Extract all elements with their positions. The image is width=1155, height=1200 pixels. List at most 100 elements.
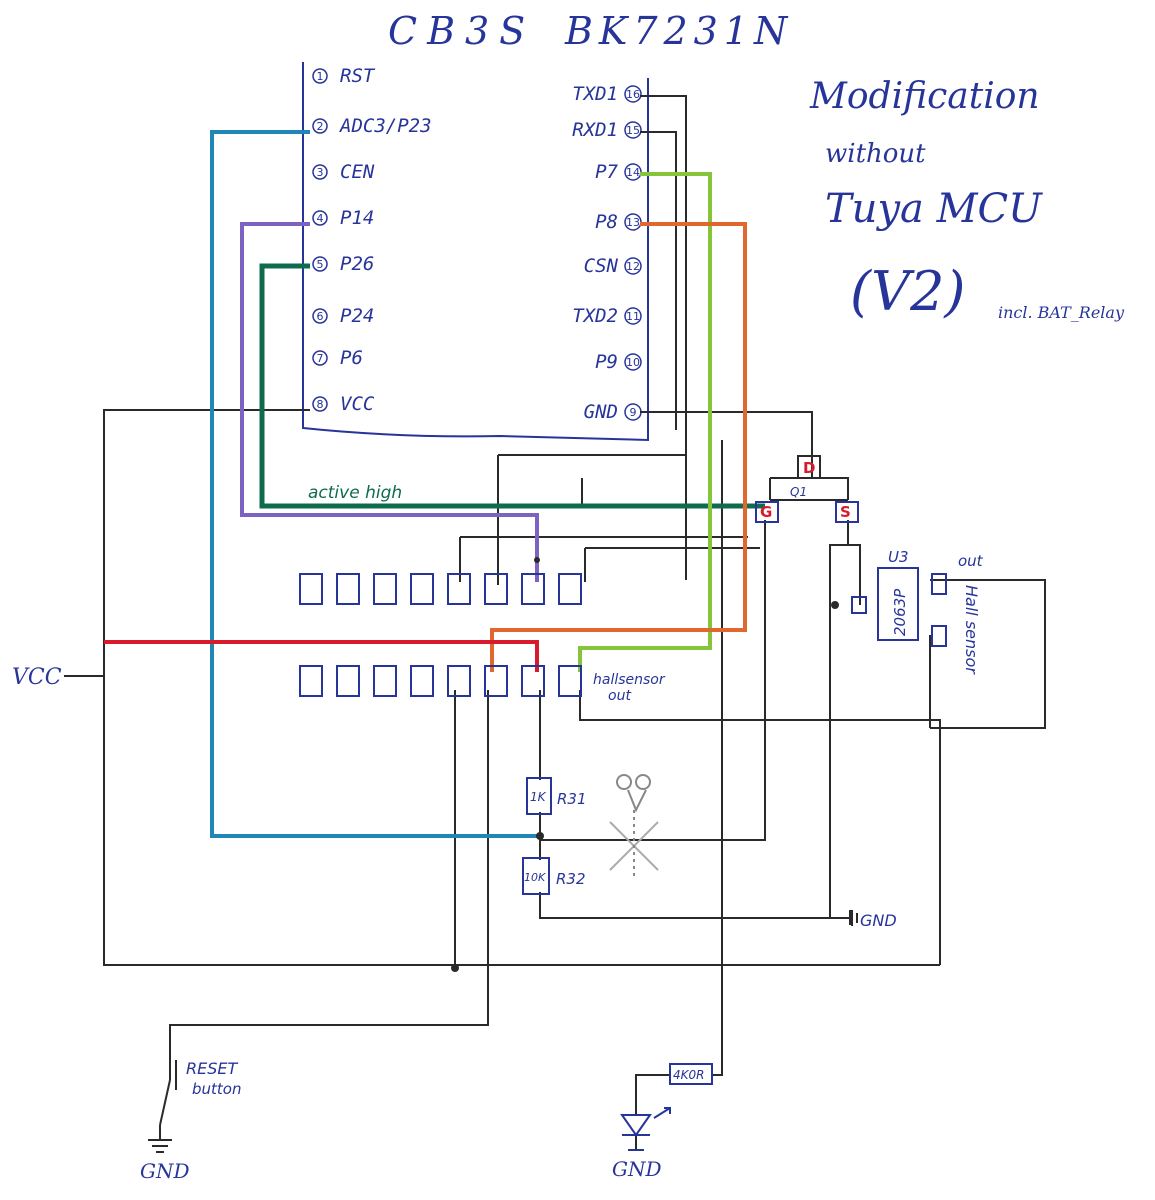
title-version: (V2) <box>850 260 966 323</box>
q1-source-box <box>835 501 859 523</box>
junction-dots <box>451 557 839 972</box>
left-pin-marker <box>312 396 328 412</box>
title-line3: Tuya MCU <box>825 186 1043 232</box>
right-pin-label: P7 <box>595 161 618 183</box>
header-pad-top <box>484 573 508 605</box>
hall-out-label: out <box>958 552 984 570</box>
led-icon <box>620 1107 671 1151</box>
hall-ic-ref: U3 <box>888 548 909 566</box>
right-pin-number: 9 <box>630 406 637 419</box>
right-pin-marker <box>624 85 642 103</box>
right-pin-label: TXD1 <box>572 83 618 105</box>
module-outline <box>302 62 649 442</box>
resistor-r32: 10K R32 <box>522 857 586 895</box>
header-pad-top <box>558 573 582 605</box>
wire-red-vcc <box>104 640 539 672</box>
wire-teal-adc <box>210 130 540 838</box>
hall-sensor-label: Hall sensor <box>962 585 981 675</box>
chip-name: BK7231N <box>564 9 793 53</box>
right-pin-number: 14 <box>626 166 640 179</box>
header-pad-bottom <box>336 665 360 697</box>
hall-ic-u3 <box>851 567 947 647</box>
left-pin-label: P14 <box>340 207 374 229</box>
header-pad-bottom <box>484 665 508 697</box>
right-pin-label: TXD2 <box>572 305 618 327</box>
title-note: incl. BAT_Relay <box>998 303 1125 322</box>
hallsensor-out-label-1: hallsensor <box>593 672 666 688</box>
left-pin-number: 2 <box>317 120 324 133</box>
gnd-mid-symbol <box>851 910 858 926</box>
wire-lightgreen-p7 <box>578 172 712 672</box>
left-pin-number: 7 <box>317 352 324 365</box>
resistor-r32-value: 10K <box>524 871 546 884</box>
resistor-r32-ref: R32 <box>556 870 586 888</box>
right-pin-number: 16 <box>626 88 640 101</box>
header-pad-bottom <box>410 665 434 697</box>
left-pin-marker <box>312 118 328 134</box>
vcc-label: VCC <box>12 665 62 690</box>
resistor-r31: 1K R31 <box>526 777 587 815</box>
left-pin-label: P24 <box>340 305 374 327</box>
left-pin-number: 5 <box>317 258 324 271</box>
hallsensor-out-label-2: out <box>608 688 631 704</box>
right-pin-number: 11 <box>626 310 640 323</box>
left-pin-number: 8 <box>317 398 324 411</box>
right-pin-label: P9 <box>595 351 618 373</box>
q1-source-label: S <box>840 503 851 521</box>
resistor-r31-value: 1K <box>530 790 547 804</box>
wires-black <box>64 95 1046 1153</box>
resistor-led: 4K0R <box>669 1063 713 1085</box>
left-pin-marker <box>312 350 328 366</box>
right-pin-number: 15 <box>626 124 640 137</box>
right-pin-label: P8 <box>595 211 618 233</box>
left-pin-label: VCC <box>340 393 375 415</box>
wire-darkgreen-p26 <box>259 263 765 509</box>
header-pad-top <box>299 573 323 605</box>
header-row-top <box>299 573 582 605</box>
title-line1: Modification <box>809 76 1040 117</box>
right-pin-label: CSN <box>584 255 619 277</box>
right-pin-marker <box>624 121 642 139</box>
left-pin-label: RST <box>340 65 376 87</box>
header-pad-bottom <box>521 665 545 697</box>
right-pin-marker <box>624 307 642 325</box>
q1-drain-label: D <box>803 459 815 477</box>
left-pin-marker <box>312 68 328 84</box>
left-pin-marker <box>312 210 328 226</box>
scissors-cut-icon <box>609 774 659 880</box>
header-pad-top <box>336 573 360 605</box>
q1-gate-box <box>755 501 779 523</box>
active-high-label: active high <box>308 483 402 503</box>
q1-gate-label: G <box>760 503 772 521</box>
header-pad-bottom <box>373 665 397 697</box>
resistor-led-value: 4K0R <box>673 1068 704 1082</box>
right-pin-label: RXD1 <box>572 119 618 141</box>
gnd-left-label: GND <box>140 1159 190 1183</box>
right-pin-number: 12 <box>626 260 640 273</box>
header-pad-top <box>447 573 471 605</box>
gnd-mid-label: GND <box>860 911 897 930</box>
right-pin-marker <box>624 353 642 371</box>
left-pin-marker <box>312 164 328 180</box>
left-pin-marker <box>312 308 328 324</box>
right-pin-label: GND <box>584 401 618 423</box>
left-pin-marker <box>312 256 328 272</box>
hall-ic-part: 2063P <box>891 588 909 636</box>
left-pin-number: 1 <box>317 70 324 83</box>
header-row-bottom <box>299 665 582 697</box>
left-pin-label: P26 <box>340 253 374 275</box>
header-pad-top <box>410 573 434 605</box>
reset-label-2: button <box>192 1080 241 1098</box>
title-line2: without <box>825 139 926 169</box>
left-pin-number: 4 <box>317 212 324 225</box>
left-pin-label: P6 <box>340 347 363 369</box>
left-pin-number: 3 <box>317 166 324 179</box>
left-pin-label: ADC3/P23 <box>339 115 432 137</box>
gnd-right-label: GND <box>612 1157 662 1181</box>
header-pad-bottom <box>558 665 582 697</box>
q1-name: Q1 <box>790 485 807 499</box>
right-pin-number: 10 <box>626 356 640 369</box>
